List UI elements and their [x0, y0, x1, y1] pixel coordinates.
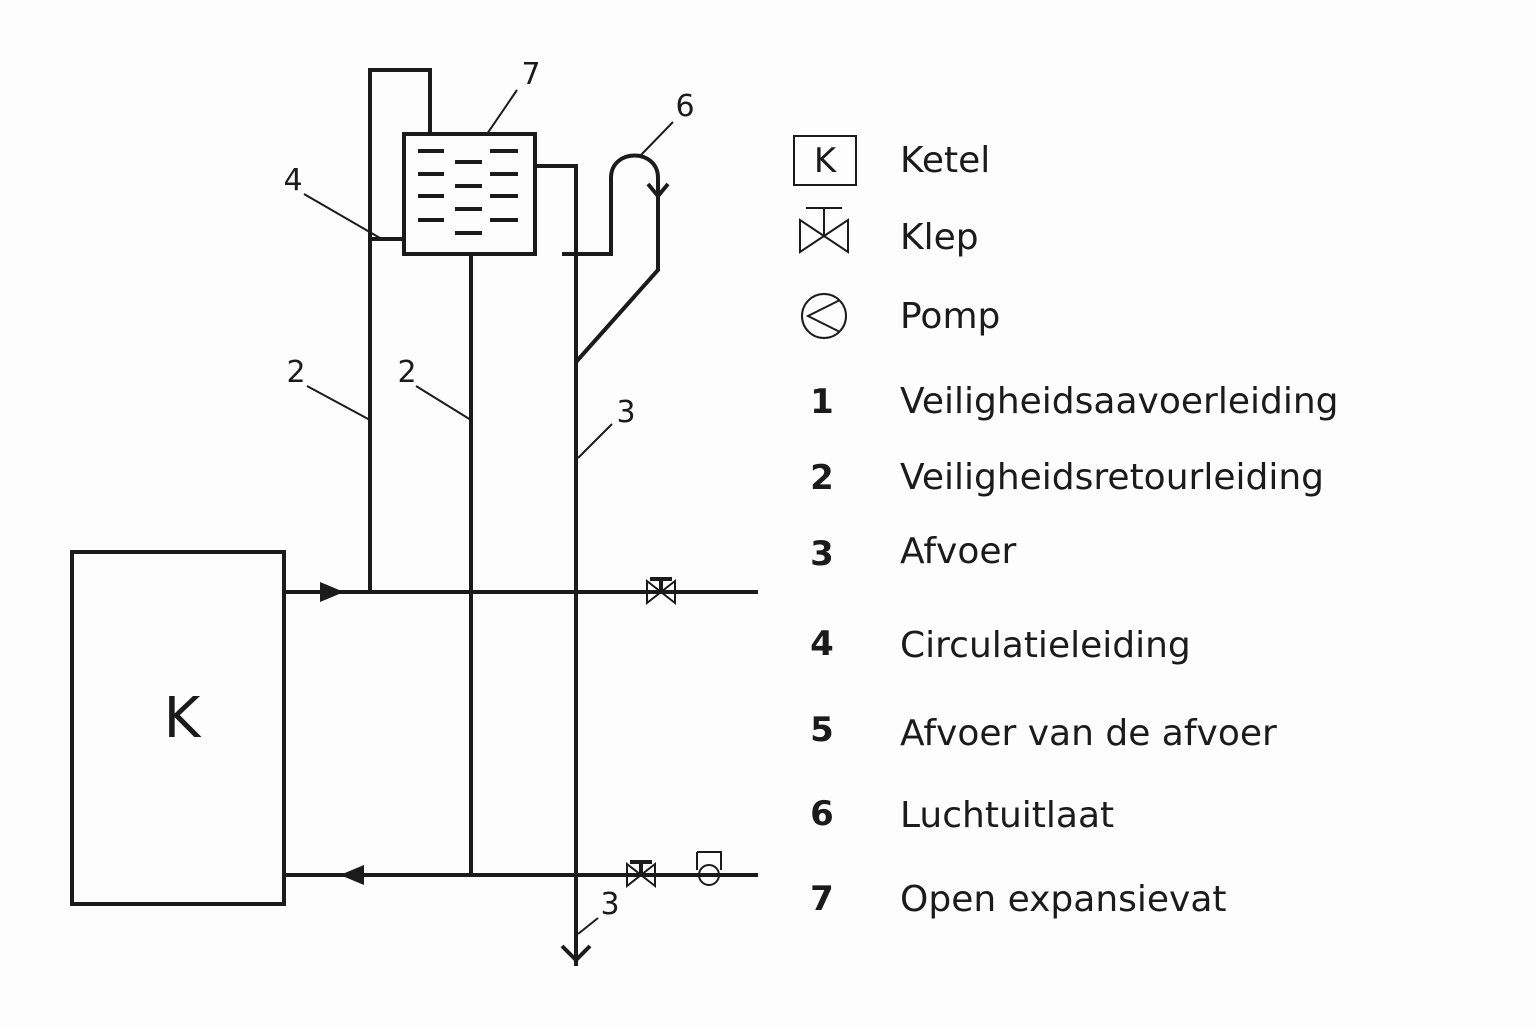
legend-label-pump: Pomp — [900, 296, 1000, 337]
water-level-marks — [418, 149, 518, 235]
legend-label-boiler: Ketel — [900, 140, 990, 181]
legend-row-pump: Pomp — [801, 293, 1000, 339]
return-line — [284, 865, 758, 885]
callout-6: 6 — [675, 89, 694, 124]
expansion-tank — [402, 132, 537, 256]
legend-num-5: 5 — [810, 710, 834, 750]
legend: K Ketel Klep Pomp 1 Veiligheidsaavoerlei… — [793, 135, 1339, 920]
return-valve-icon — [626, 860, 656, 889]
supply-valve-icon — [646, 577, 676, 606]
legend-label-4: Circulatieleiding — [900, 625, 1191, 666]
boiler: K — [70, 550, 286, 906]
legend-label-valve: Klep — [900, 217, 979, 258]
boiler-symbol-icon — [793, 135, 857, 186]
legend-label-5: Afvoer van de afvoer — [900, 713, 1277, 754]
boiler-letter: K — [164, 686, 202, 751]
callouts: 7 6 4 2 2 3 3 — [283, 57, 694, 922]
drain-outlet-arrow-icon — [560, 944, 592, 963]
legend-num-7: 7 — [810, 879, 834, 919]
pump-symbol-icon — [801, 293, 847, 339]
air-vent — [562, 153, 670, 364]
legend-num-2: 2 — [810, 458, 834, 498]
leader-lines — [303, 89, 674, 935]
legend-num-4: 4 — [810, 624, 834, 664]
legend-num-6: 6 — [810, 794, 834, 834]
callout-2-middle: 2 — [397, 355, 416, 390]
legend-row-boiler: K Ketel — [793, 135, 990, 186]
boiler-box — [70, 550, 286, 906]
legend-label-2: Veiligheidsretourleiding — [900, 457, 1324, 498]
boiler-symbol-letter: K — [814, 141, 838, 181]
callout-4: 4 — [283, 163, 302, 198]
supply-line — [284, 582, 758, 602]
legend-label-3: Afvoer — [900, 531, 1016, 572]
legend-num-3: 3 — [810, 534, 834, 574]
legend-label-7: Open expansievat — [900, 879, 1227, 920]
legend-label-1: Veiligheidsaavoerleiding — [900, 381, 1339, 422]
safety-supply-pipe — [368, 68, 432, 592]
callout-3-lower: 3 — [600, 887, 619, 922]
valve-symbol-icon — [799, 207, 849, 254]
callout-7: 7 — [521, 57, 540, 92]
callout-3-upper: 3 — [616, 395, 635, 430]
callout-2-left: 2 — [286, 355, 305, 390]
drain-pipe — [535, 164, 592, 966]
legend-label-6: Luchtuitlaat — [900, 795, 1114, 836]
legend-num-1: 1 — [810, 382, 834, 422]
flow-arrow-left-icon — [340, 865, 364, 885]
legend-row-valve: Klep — [799, 207, 979, 258]
air-vent-outlet-arrow-icon — [646, 182, 670, 200]
return-pump-icon — [696, 851, 722, 886]
flow-arrow-right-icon — [320, 582, 344, 602]
